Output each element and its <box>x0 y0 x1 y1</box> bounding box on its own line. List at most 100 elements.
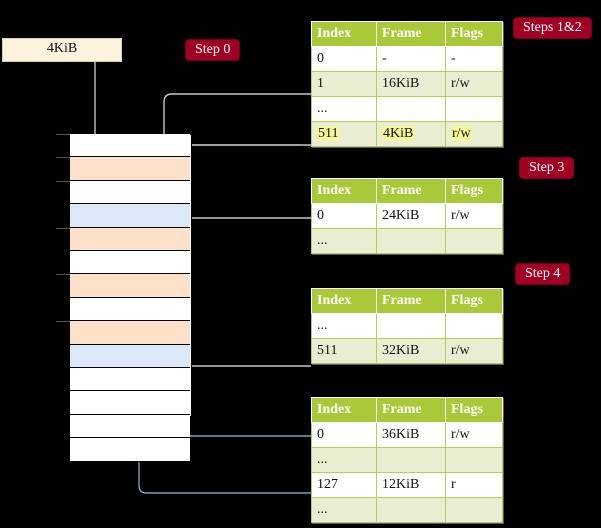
badge-step-3-label: Step 3 <box>529 160 565 175</box>
memory-row-8 <box>70 321 190 345</box>
memory-row-4 <box>70 227 190 251</box>
cell-flags: r/w <box>445 71 503 97</box>
badge-steps-1-2: Steps 1&2 <box>514 18 591 38</box>
memory-row-0 <box>70 134 190 158</box>
memory-row-7 <box>70 297 190 322</box>
cell-frame: 16KiB <box>376 71 446 97</box>
cell-index: 0 <box>311 422 377 448</box>
cell-frame: 36KiB <box>376 422 446 448</box>
column-header-flags: Flags <box>445 178 503 204</box>
memory-tick-0 <box>56 134 70 135</box>
cell-flags: r/w <box>445 338 503 364</box>
cell-flags: - <box>445 46 503 72</box>
connector-step3 <box>180 217 311 242</box>
table-row: ... <box>311 497 503 523</box>
memory-row-10 <box>70 368 190 392</box>
column-header-index: Index <box>311 288 377 314</box>
memory-row-3 <box>70 204 190 228</box>
cell-index: 511 <box>311 338 377 364</box>
badge-step-0-label: Step 0 <box>195 42 231 57</box>
cell-frame: 24KiB <box>376 203 446 229</box>
cell-index: ... <box>311 228 377 254</box>
highlighted-value: 4KiB <box>382 126 415 141</box>
memory-row-6 <box>70 274 190 298</box>
cell-frame <box>376 313 446 339</box>
table-row: ... <box>311 96 503 122</box>
cell-index: 511 <box>311 121 377 147</box>
column-header-index: Index <box>311 21 377 47</box>
memory-tick-6 <box>56 274 70 276</box>
cell-frame: 32KiB <box>376 338 446 364</box>
cell-flags: r/w <box>445 203 503 229</box>
cell-index: 0 <box>311 203 377 229</box>
badge-step-3: Step 3 <box>520 158 574 178</box>
cell-index: 0 <box>311 46 377 72</box>
column-header-frame: Frame <box>376 178 446 204</box>
table-row: 511 4KiB r/w <box>311 121 503 147</box>
badge-steps-1-2-label: Steps 1&2 <box>523 20 582 35</box>
memory-row-13 <box>70 438 190 462</box>
memory-tick-8 <box>56 321 70 323</box>
badge-step-4: Step 4 <box>516 264 570 284</box>
memory-row-2 <box>70 180 190 205</box>
column-header-frame: Frame <box>376 397 446 423</box>
memory-row-5 <box>70 251 190 275</box>
highlighted-value: r/w <box>451 126 472 141</box>
cell-index: ... <box>311 96 377 122</box>
table-row: ... <box>311 228 503 254</box>
cell-index: 127 <box>311 472 377 498</box>
badge-step-4-label: Step 4 <box>525 266 561 281</box>
connector-mem-to-pml4-511 <box>180 144 311 166</box>
frame-4kib-box: 4KiB <box>2 38 122 62</box>
column-header-frame: Frame <box>376 288 446 314</box>
cell-index: ... <box>311 497 377 523</box>
cell-frame: 12KiB <box>376 472 446 498</box>
cell-frame <box>376 447 446 473</box>
column-header-frame: Frame <box>376 21 446 47</box>
connector-step4 <box>176 308 311 367</box>
memory-tick-2 <box>56 180 70 182</box>
cell-flags: r <box>445 472 503 498</box>
cell-frame: 4KiB <box>376 121 446 147</box>
highlighted-value: 511 <box>317 126 340 141</box>
column-header-flags: Flags <box>445 397 503 423</box>
memory-row-1 <box>70 157 190 181</box>
cell-index: 1 <box>311 71 377 97</box>
cell-flags <box>445 96 503 122</box>
column-header-index: Index <box>311 397 377 423</box>
cell-index: ... <box>311 313 377 339</box>
memory-row-11 <box>70 391 190 415</box>
column-header-flags: Flags <box>445 288 503 314</box>
memory-tick-4 <box>56 227 70 229</box>
cell-flags <box>445 313 503 339</box>
cell-flags: r/w <box>445 121 503 147</box>
memory-row-9 <box>70 344 190 368</box>
cell-flags <box>445 228 503 254</box>
table-row: ... <box>311 313 503 339</box>
cell-frame: - <box>376 46 446 72</box>
table-row: 0-- <box>311 46 503 72</box>
table-row: ... <box>311 447 503 473</box>
cell-frame <box>376 497 446 523</box>
cell-flags <box>445 447 503 473</box>
cell-flags <box>445 497 503 523</box>
memory-row-12 <box>70 414 190 439</box>
cell-index: ... <box>311 447 377 473</box>
column-header-flags: Flags <box>445 21 503 47</box>
frame-4kib-label: 4KiB <box>46 41 78 56</box>
cell-flags: r/w <box>445 422 503 448</box>
cell-frame <box>376 228 446 254</box>
cell-frame <box>376 96 446 122</box>
column-header-index: Index <box>311 178 377 204</box>
memory-tick-1 <box>56 157 70 159</box>
